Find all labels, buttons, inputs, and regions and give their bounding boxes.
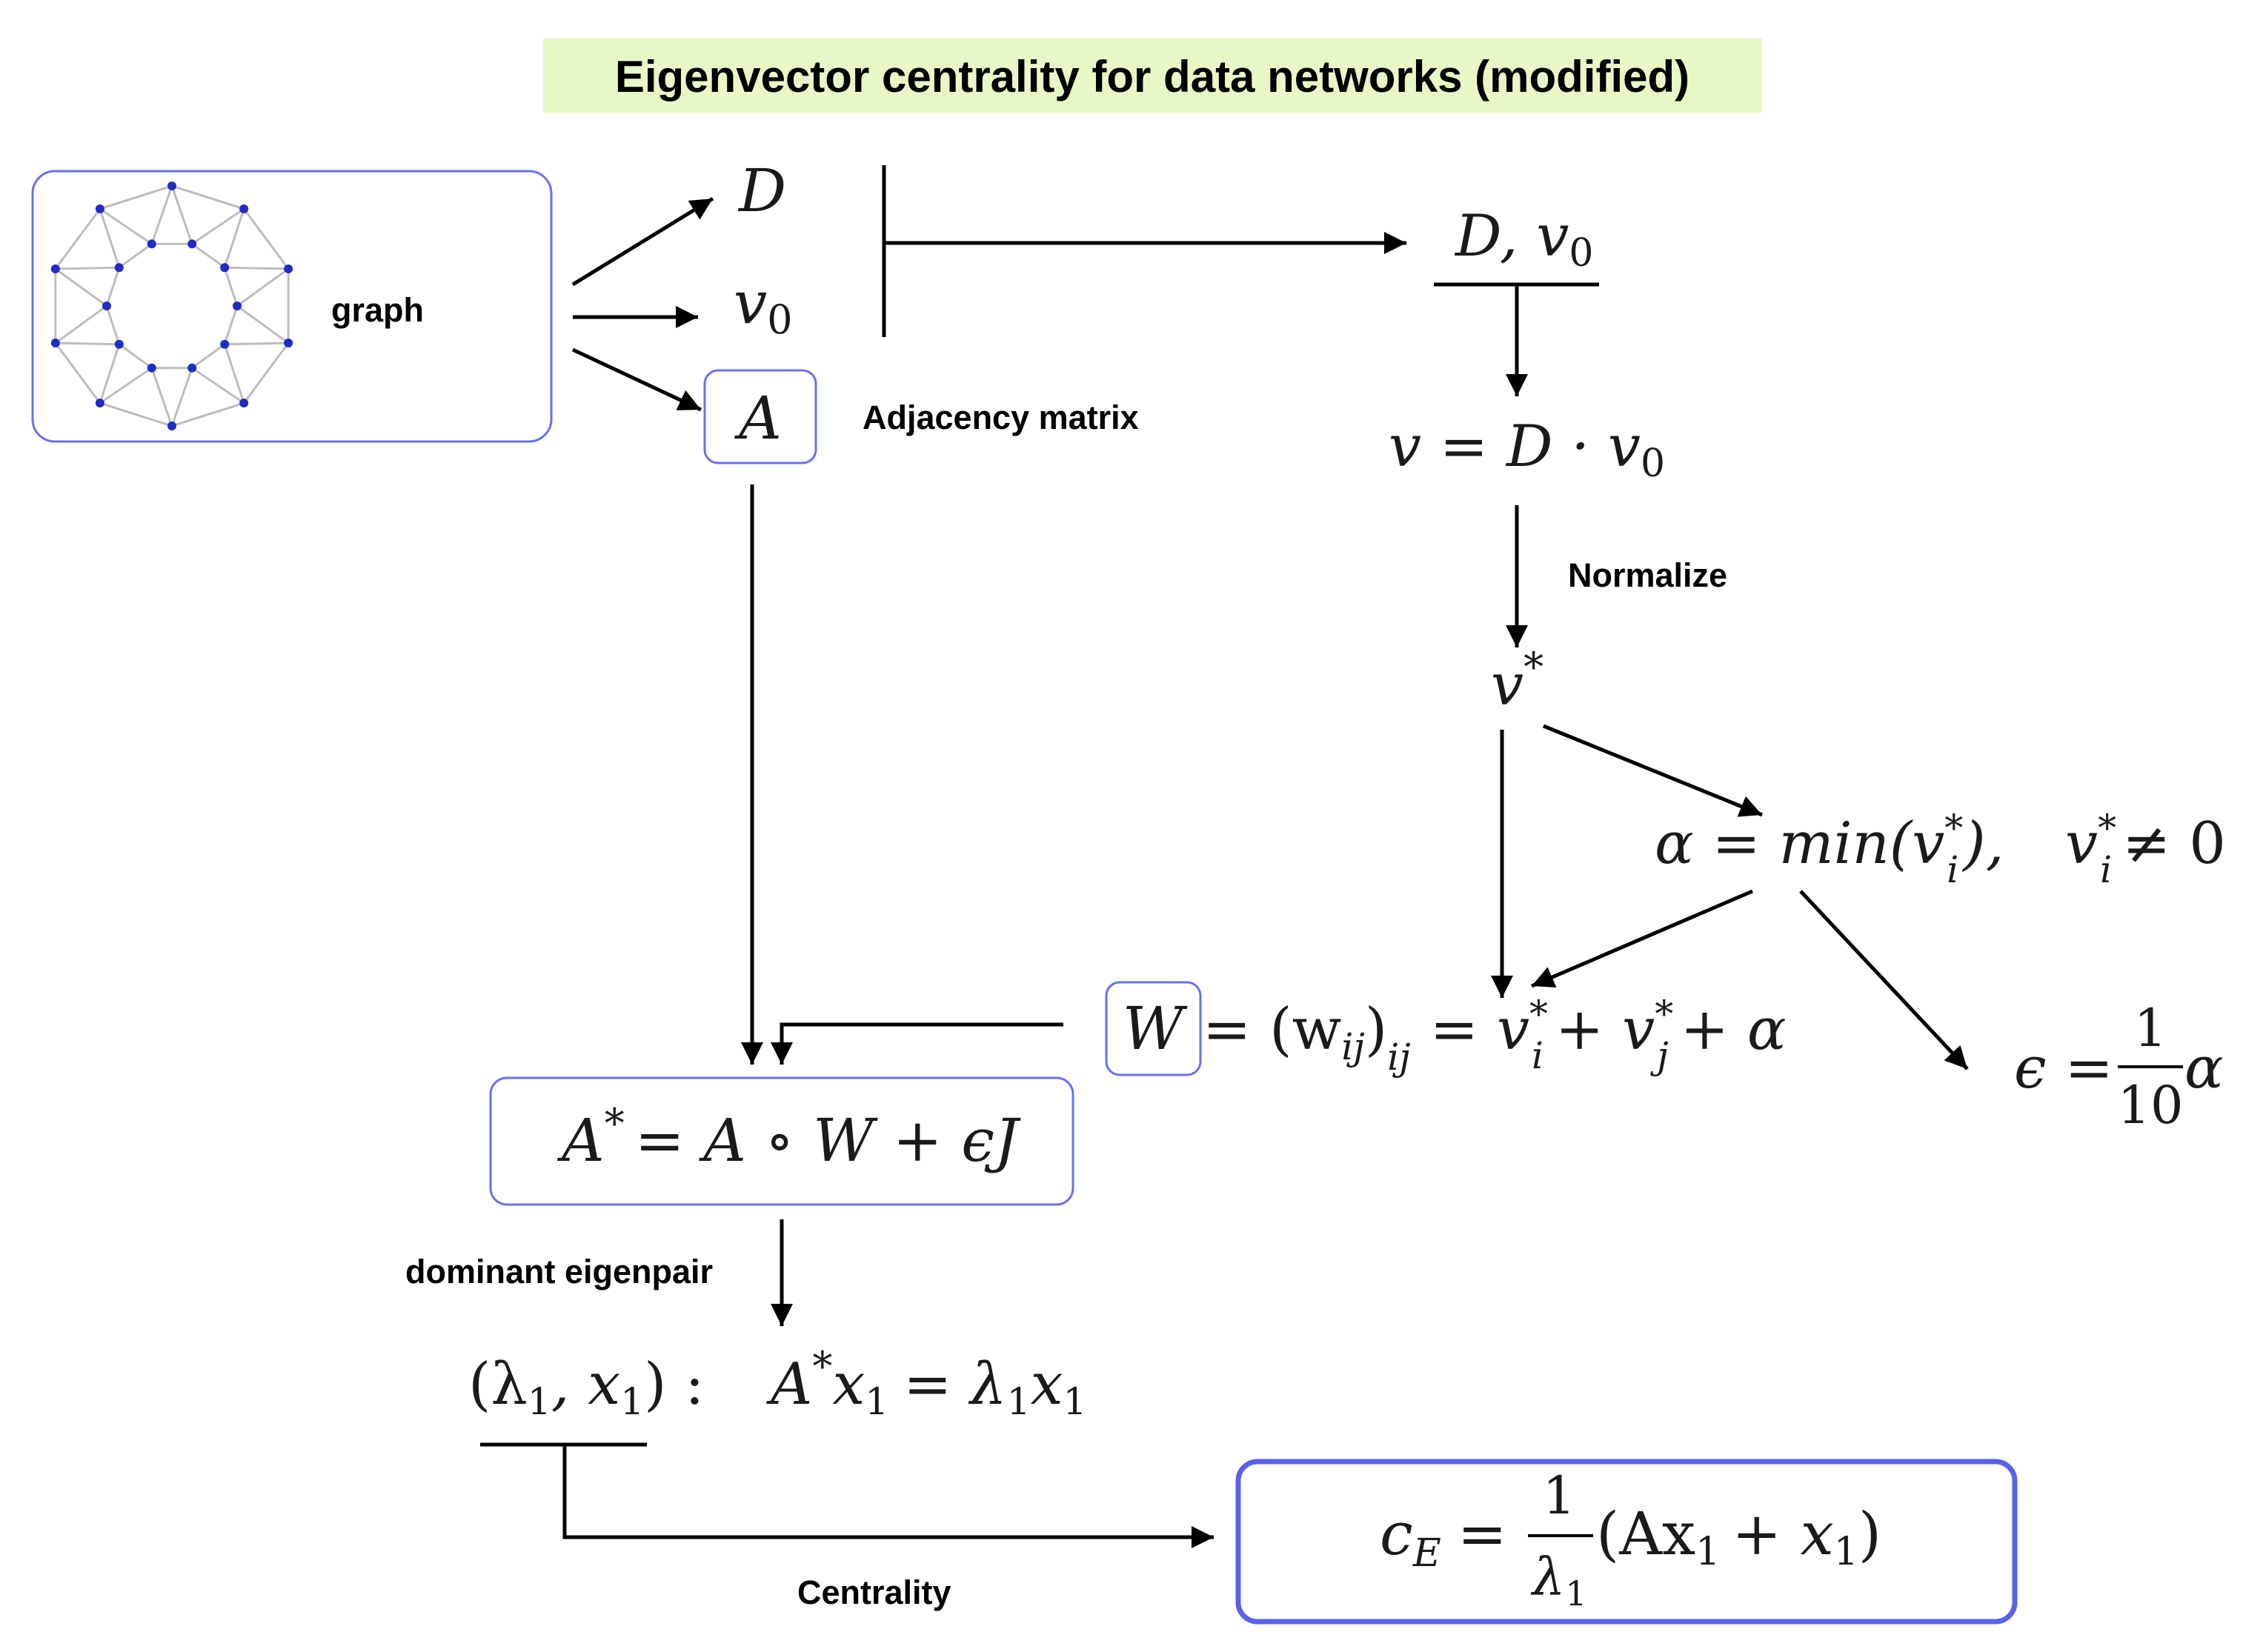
graph-edge [191,243,226,269]
graph-node [167,181,176,190]
arrow-graph-to-A [571,347,702,412]
graph-node [220,263,230,273]
math-D: D [737,156,786,225]
graph-label: graph [331,291,424,329]
graph-edge [150,367,173,427]
W-box [1105,981,1202,1076]
graph-edge [54,267,107,307]
graph-edge [54,304,107,344]
Astar-box [489,1076,1074,1206]
math-eigenpair: (λ1, x1) : [468,1351,705,1423]
math-v0: v0 [734,268,793,343]
graph-edge [55,266,119,270]
graph-edge [236,304,290,344]
math-eps-rhs: α [2184,1035,2224,1102]
arrow-graph-to-D [571,196,714,287]
centrality-box [1235,1459,2018,1625]
graph-edge [99,184,173,210]
graph-edge [99,207,153,245]
graph-node [50,264,60,273]
graph-edge [225,342,289,346]
graph-node [239,204,249,213]
graph-node [187,239,197,249]
graph-node [239,399,249,408]
graph-edge [99,367,153,404]
graph-edge [242,342,290,404]
math-nonzero: v*i≠ 0 [2065,807,2226,891]
graph-box [31,170,553,443]
graph-edge [99,208,121,268]
graph-node [114,263,124,273]
graph-edge [191,207,245,245]
graph-node [167,422,176,430]
graph-node [114,339,124,349]
graph-edge [170,367,193,427]
graph-node [147,239,156,249]
arrow-to-centrality [562,1445,1214,1548]
graph-node [95,399,104,408]
arrow-alpha-to-eps [1799,890,1969,1070]
graph-edge [150,185,173,244]
graph-edge [191,343,226,369]
arrow-alpha-to-w [1531,889,1753,988]
graph-edge [54,342,102,404]
math-eps-num: 1 [2134,998,2167,1059]
math-cE: cE= [1380,1499,1507,1576]
adjacency-matrix-label: Adjacency matrix [863,399,1139,436]
dominant-eigenpair-label: dominant eigenpair [405,1253,713,1290]
graph-edge [99,402,173,427]
graph-edge [223,305,239,345]
graph-node [147,363,156,373]
graph-edge [54,208,102,270]
math-Astar-def: A*= A ∘ W + ϵJ [556,1100,1021,1175]
graph-edge [55,342,119,346]
math-v-def: v = D · v0 [1389,413,1665,486]
graph-edge [171,402,245,427]
graph-edge [223,344,245,404]
arrow-W-to-Astar [771,1022,1063,1065]
graph-edge [105,267,121,307]
math-A: A [734,384,782,453]
graph-node [102,302,111,310]
math-w-def: = (wij)ij= v*i+ v*j+ α [1203,993,1787,1079]
graph-edge [118,343,153,369]
graph-edge [191,367,245,404]
graph-node [284,264,293,273]
graph-edge [99,344,121,404]
graph-node [95,204,104,213]
graph-edge [242,208,290,270]
graph-edge [223,208,245,268]
math-alpha-def: α = min(v*i), [1655,807,2004,891]
math-v-star: v* [1491,644,1543,719]
graph-edge [118,243,153,269]
math-cE-num: 1 [1543,1465,1576,1526]
math-W: W [1123,994,1188,1063]
graph-node [284,339,293,348]
graph-network-icon [50,181,293,430]
graph-node [187,363,197,373]
graph-node [220,339,230,349]
graph-node [233,302,242,310]
math-eigen-equation: A*x1= λ1x1 [766,1343,1086,1423]
math-cE-den: λ1 [1530,1547,1587,1613]
graph-node [50,339,60,348]
normalize-label: Normalize [1568,556,1727,594]
page-title: Eigenvector centrality for data networks… [615,52,1689,101]
graph-edge [171,184,245,210]
title-highlight [543,39,1762,113]
arrow-vstar-to-alpha [1543,724,1763,817]
graph-edge [225,266,289,270]
math-D-v0: D, v0 [1454,203,1594,276]
math-eps-lhs: ϵ = [2014,1035,2113,1102]
graph-edge [236,267,290,307]
graph-edge [223,267,239,307]
graph-edge [105,305,121,345]
graph-edge [170,185,193,244]
centrality-label: Centrality [797,1573,951,1611]
math-cE-rest: (Ax1+ x1) [1596,1499,1881,1574]
A-box [703,369,817,464]
math-eps-den: 10 [2117,1075,2183,1136]
